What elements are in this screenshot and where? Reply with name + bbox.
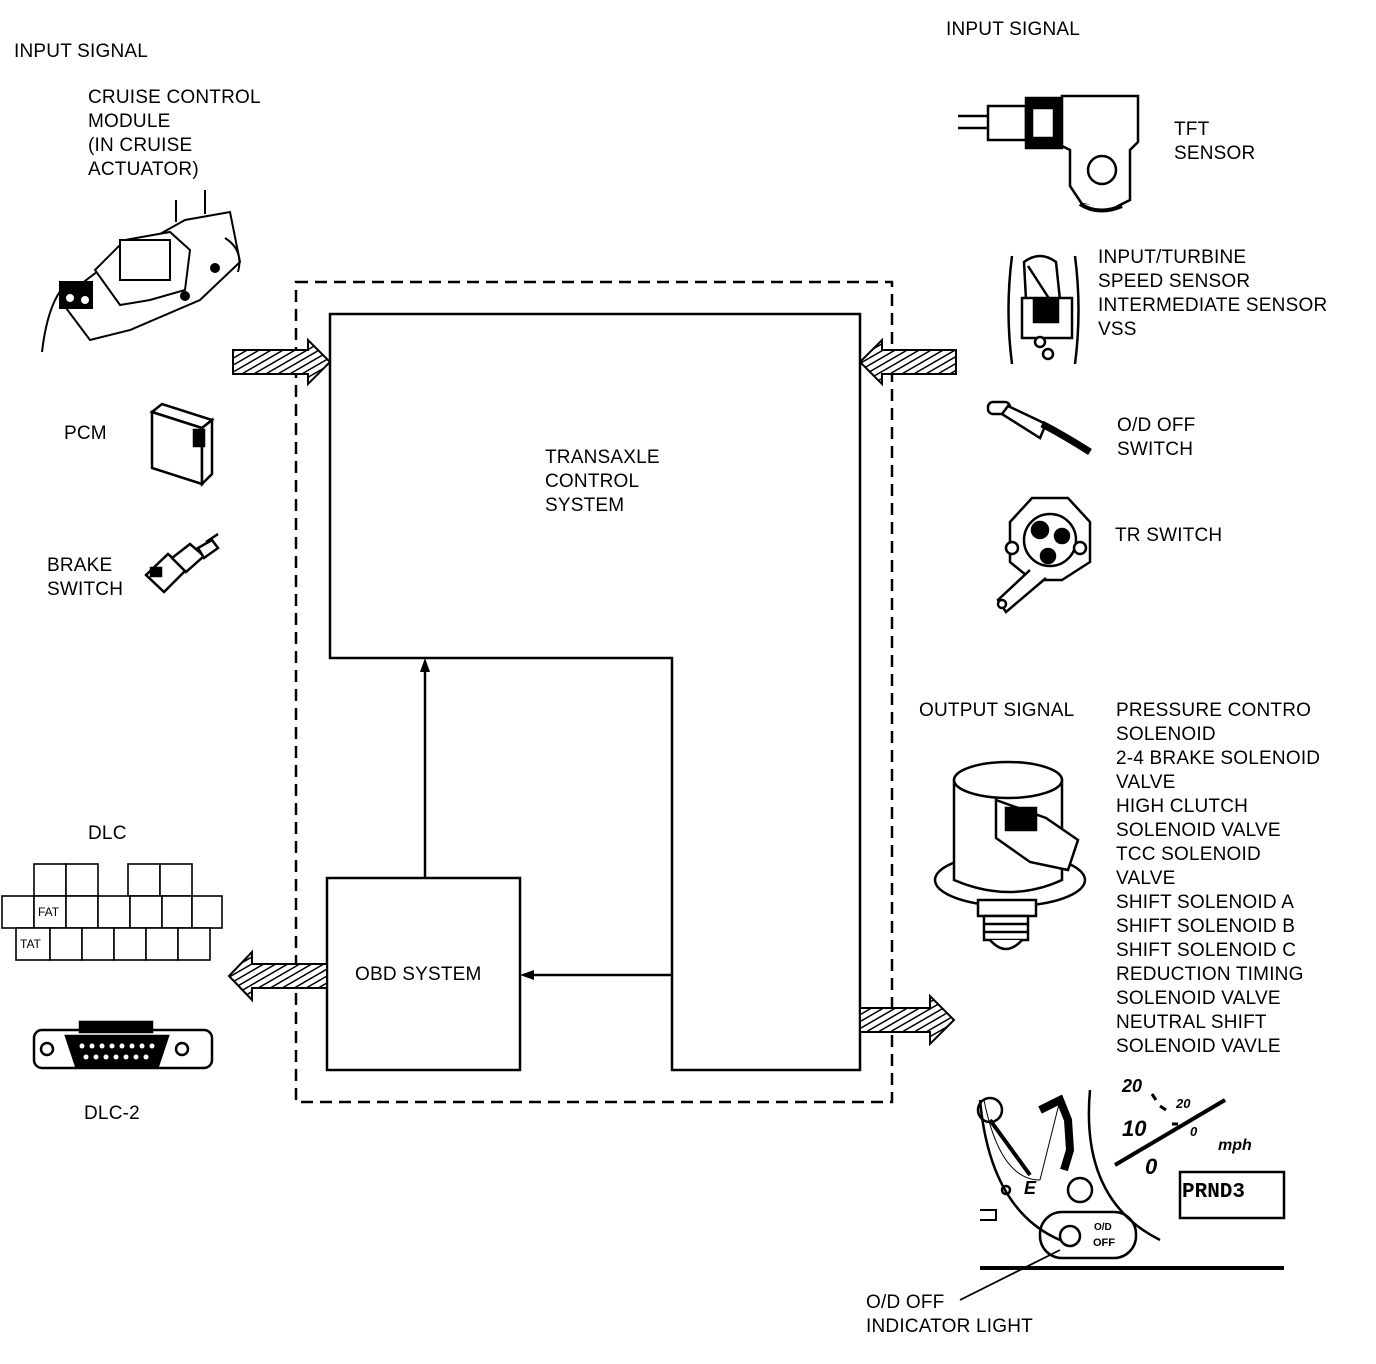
small-speed-label-20: 20 bbox=[1175, 1096, 1191, 1111]
speed-sensor-line: INTERMEDIATE SENSOR bbox=[1098, 295, 1328, 316]
brake-switch-label: BRAKE SWITCH bbox=[47, 554, 123, 602]
transaxle-control-label: TRANSAXLE CONTROL SYSTEM bbox=[545, 446, 660, 518]
output-signal-heading: OUTPUT SIGNAL bbox=[919, 700, 1075, 721]
output-solenoid-item: SHIFT SOLENOID B bbox=[1116, 916, 1296, 937]
od-lamp-off: OFF bbox=[1093, 1237, 1115, 1249]
dlc-label: DLC bbox=[88, 823, 127, 844]
dlc-output-arrow bbox=[227, 949, 328, 1003]
indicator-light-line: INDICATOR LIGHT bbox=[866, 1316, 1033, 1337]
cruise-module-icon bbox=[41, 190, 242, 353]
pcm-label: PCM bbox=[64, 423, 107, 444]
tft-sensor-line: SENSOR bbox=[1174, 143, 1256, 164]
output-solenoid-item: HIGH CLUTCH bbox=[1116, 796, 1249, 817]
tcs-to-obd-arrowhead bbox=[520, 970, 534, 980]
solenoid-output-arrow bbox=[859, 993, 956, 1047]
transaxle-control-block bbox=[328, 312, 862, 1072]
transaxle-control-line: CONTROL bbox=[545, 471, 640, 492]
obd-system-block bbox=[325, 876, 522, 1072]
cruise-module-label: CRUISE CONTROL MODULE (IN CRUISE ACTUATO… bbox=[88, 86, 261, 182]
instrument-cluster-icon bbox=[959, 1089, 1286, 1301]
right-input-arrow bbox=[858, 337, 957, 387]
cruise-module-line: MODULE bbox=[88, 111, 171, 132]
dlc-fat-label: FAT bbox=[38, 905, 60, 919]
od-off-switch-line: SWITCH bbox=[1117, 439, 1194, 460]
dlc2-pins bbox=[79, 1043, 155, 1060]
output-solenoid-item: SHIFT SOLENOID C bbox=[1116, 940, 1297, 961]
tr-switch-label: TR SWITCH bbox=[1115, 525, 1223, 546]
pcm-icon bbox=[149, 402, 215, 488]
tft-sensor-icon bbox=[958, 94, 1140, 213]
output-solenoid-item: SOLENOID VALVE bbox=[1116, 820, 1281, 841]
speed-sensor-label: INPUT/TURBINE SPEED SENSOR INTERMEDIATE … bbox=[1098, 246, 1327, 342]
speed-sensor-line: INPUT/TURBINE bbox=[1098, 247, 1247, 268]
dlc2-label: DLC-2 bbox=[84, 1103, 140, 1124]
speed-label-20: 20 bbox=[1121, 1076, 1142, 1096]
output-solenoid-item: PRESSURE CONTRO bbox=[1116, 700, 1312, 721]
output-solenoid-item: VALVE bbox=[1116, 772, 1176, 793]
speed-sensor-icon bbox=[1007, 254, 1080, 365]
transaxle-control-line: SYSTEM bbox=[545, 495, 625, 516]
left-input-signal-heading: INPUT SIGNAL bbox=[14, 41, 149, 62]
speed-sensor-line: SPEED SENSOR bbox=[1098, 271, 1251, 292]
output-solenoid-item: SHIFT SOLENOID A bbox=[1116, 892, 1295, 913]
dlc2-connector bbox=[32, 1020, 214, 1070]
left-input-arrow bbox=[232, 337, 332, 387]
system-boundary bbox=[294, 280, 894, 1104]
output-solenoid-item: REDUCTION TIMING bbox=[1116, 964, 1304, 985]
output-solenoid-list: PRESSURE CONTRO SOLENOID 2-4 BRAKE SOLEN… bbox=[1116, 699, 1320, 1059]
output-solenoid-item: SOLENOID bbox=[1116, 724, 1216, 745]
cruise-module-line: (IN CRUISE bbox=[88, 135, 193, 156]
od-off-switch-icon bbox=[986, 400, 1092, 455]
brake-switch-line: BRAKE bbox=[47, 555, 113, 576]
speed-label-0: 0 bbox=[1145, 1154, 1158, 1179]
speed-sensor-line: VSS bbox=[1098, 319, 1137, 340]
transaxle-control-line: TRANSAXLE bbox=[545, 447, 660, 468]
tft-sensor-line: TFT bbox=[1174, 119, 1210, 140]
brake-switch-line: SWITCH bbox=[47, 579, 124, 600]
output-solenoid-item: SOLENOID VAVLE bbox=[1116, 1036, 1281, 1057]
od-off-switch-line: O/D OFF bbox=[1117, 415, 1196, 436]
speed-label-10: 10 bbox=[1122, 1116, 1147, 1141]
output-solenoid-item: SOLENOID VALVE bbox=[1116, 988, 1281, 1009]
right-input-signal-heading: INPUT SIGNAL bbox=[946, 19, 1081, 40]
tr-switch-icon bbox=[996, 496, 1092, 614]
cruise-module-line: CRUISE CONTROL bbox=[88, 87, 261, 108]
indicator-light-line: O/D OFF bbox=[866, 1292, 945, 1313]
indicator-light-label: O/D OFF INDICATOR LIGHT bbox=[866, 1291, 1033, 1339]
output-solenoid-item: VALVE bbox=[1116, 868, 1176, 889]
output-solenoid-item: 2-4 BRAKE SOLENOID bbox=[1116, 748, 1321, 769]
brake-switch-icon bbox=[144, 532, 220, 594]
cruise-module-line: ACTUATOR) bbox=[88, 159, 199, 180]
tft-sensor-label: TFT SENSOR bbox=[1174, 118, 1255, 166]
obd-system-label: OBD SYSTEM bbox=[355, 964, 482, 985]
obd-to-tcs-arrowhead bbox=[420, 658, 430, 672]
dlc-tat-label: TAT bbox=[20, 937, 42, 951]
od-lamp-od: O/D bbox=[1094, 1222, 1112, 1233]
solenoid-icon bbox=[933, 760, 1087, 951]
speed-unit-label: mph bbox=[1218, 1137, 1252, 1154]
od-off-switch-label: O/D OFF SWITCH bbox=[1117, 414, 1195, 462]
small-speed-label-0: 0 bbox=[1190, 1124, 1198, 1139]
output-solenoid-item: TCC SOLENOID bbox=[1116, 844, 1261, 865]
output-solenoid-item: NEUTRAL SHIFT bbox=[1116, 1012, 1267, 1033]
dlc-connector bbox=[1, 863, 223, 961]
gear-indicator: PRND3 bbox=[1182, 1181, 1245, 1204]
fuel-empty-label: E bbox=[1024, 1178, 1037, 1198]
